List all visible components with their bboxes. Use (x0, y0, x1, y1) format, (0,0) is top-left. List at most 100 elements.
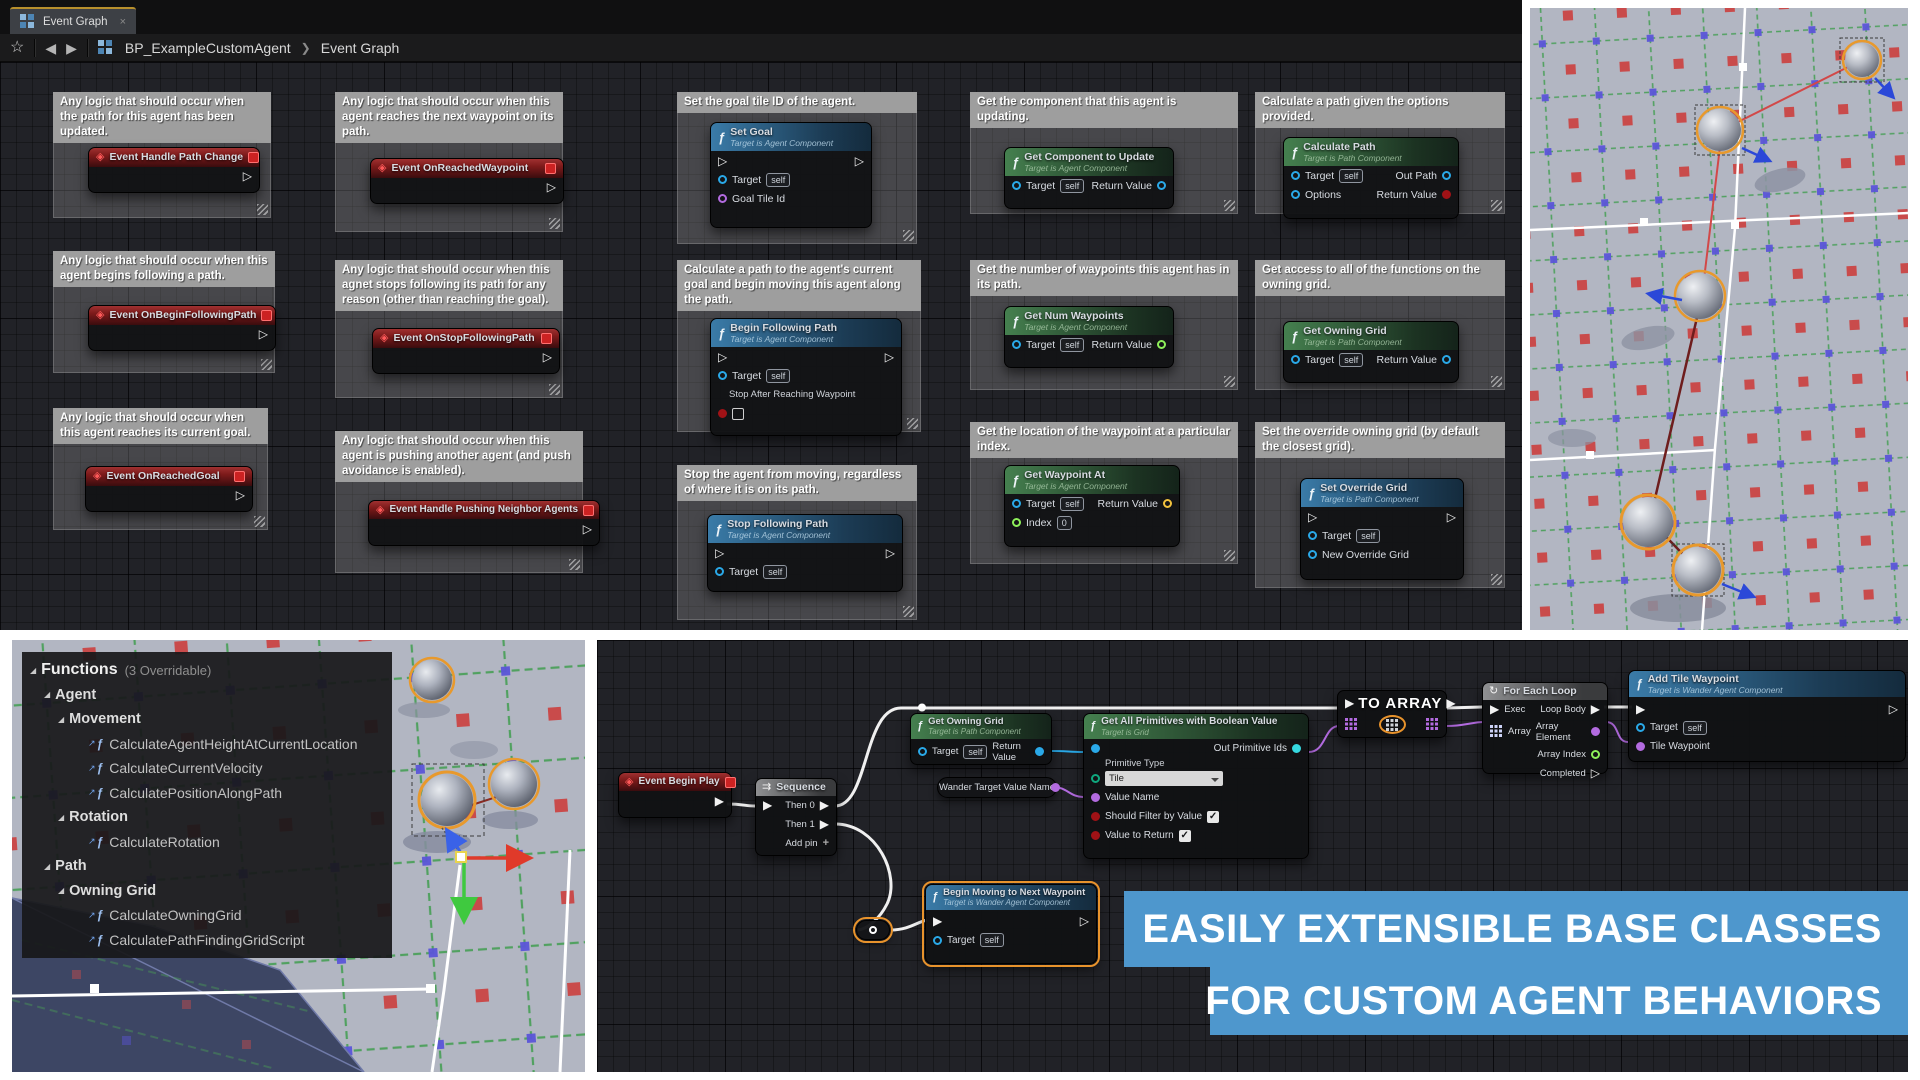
node-event-handle-path-change[interactable]: ◈Event Handle Path Change ▷ (88, 147, 260, 193)
exec-out-pin[interactable]: ▷ (258, 327, 268, 342)
delegate-pin[interactable] (234, 470, 245, 482)
delegate-pin[interactable] (724, 776, 736, 788)
node-sequence[interactable]: ⇉Sequence ▶Then 0▶ Then 1▶ Add pin+ (755, 778, 837, 856)
options-pin[interactable] (1291, 190, 1300, 200)
waypoint-square[interactable] (1739, 63, 1747, 71)
exec-out-pin[interactable]: ▷ (582, 521, 592, 536)
target-pin[interactable] (1308, 531, 1317, 541)
self-chip[interactable]: self (979, 933, 1004, 948)
tile-waypoint-pin[interactable] (1636, 742, 1645, 752)
exec-in-pin[interactable]: ▷ (1308, 509, 1318, 524)
new-override-grid-pin[interactable] (1308, 550, 1317, 560)
forward-arrow-icon[interactable]: ▶ (66, 39, 77, 56)
target-pin[interactable] (1291, 171, 1300, 181)
target-pin[interactable] (933, 935, 942, 945)
agent-sphere[interactable] (1619, 493, 1677, 551)
node-event-handle-pushing-neighbor-agents[interactable]: ◈Event Handle Pushing Neighbor Agents ▷ (368, 500, 600, 546)
agent-closeup-viewport[interactable]: ◢Functions(3 Overridable) ◢Agent ◢Moveme… (12, 640, 585, 1072)
bool-pin[interactable] (718, 409, 727, 419)
exec-in-pin[interactable]: ▷ (715, 545, 725, 560)
self-chip[interactable]: self (1060, 496, 1085, 511)
exec-out-pin[interactable]: ▶ (714, 793, 724, 808)
return-value-pin[interactable] (1157, 181, 1166, 191)
agent-sphere[interactable] (408, 656, 456, 704)
return-value-pin[interactable] (1035, 747, 1044, 757)
node-to-array[interactable]: ▶TO ARRAY▶ (1337, 690, 1456, 738)
self-chip[interactable]: self (1060, 178, 1085, 193)
waypoint-square[interactable] (1640, 218, 1648, 226)
exec-out-pin[interactable]: ▷ (546, 180, 556, 195)
target-pin[interactable] (1012, 499, 1021, 509)
array-out-pin[interactable] (1426, 717, 1439, 731)
self-chip[interactable]: self (1682, 720, 1707, 735)
should-filter-pin[interactable] (1091, 812, 1100, 822)
value-to-return-pin[interactable] (1091, 831, 1100, 841)
waypoint-square[interactable] (1731, 221, 1739, 229)
self-chip[interactable]: self (766, 172, 791, 187)
exec-in-pin[interactable]: ▶ (1345, 696, 1355, 710)
tab-close-icon[interactable]: × (119, 15, 127, 28)
checkbox-checked[interactable]: ✓ (1207, 810, 1220, 823)
primitive-type-dropdown[interactable]: Tile (1105, 771, 1223, 787)
agent-sphere[interactable] (411, 763, 485, 837)
gizmo-origin[interactable] (455, 851, 467, 863)
target-pin[interactable] (718, 175, 727, 185)
delegate-pin[interactable] (541, 332, 552, 344)
collapse-caret-icon[interactable]: ◢ (30, 665, 37, 675)
reroute-node-selected[interactable] (853, 917, 893, 943)
exec-in-pin[interactable]: ▷ (718, 153, 728, 168)
target-pin[interactable] (715, 567, 724, 577)
collapse-caret-icon[interactable]: ◢ (44, 861, 51, 871)
agent-sphere[interactable] (1673, 269, 1727, 323)
functions-header[interactable]: ◢Functions(3 Overridable) (30, 658, 384, 683)
self-chip[interactable]: self (1339, 168, 1364, 183)
agent-sphere[interactable] (1671, 543, 1725, 597)
event-graph-canvas[interactable]: Any logic that should occur when the pat… (0, 62, 1522, 630)
index-pin[interactable] (1012, 518, 1021, 528)
favorite-star-icon[interactable]: ☆ (10, 38, 25, 56)
self-chip[interactable]: self (763, 564, 788, 579)
breadcrumb-page[interactable]: Event Graph (320, 39, 400, 56)
category-rotation[interactable]: ◢Rotation (58, 809, 128, 826)
exec-in-pin[interactable]: ▶ (763, 798, 773, 813)
collapse-caret-icon[interactable]: ◢ (58, 714, 65, 724)
agent-sphere[interactable] (487, 757, 541, 811)
collapse-caret-icon[interactable]: ◢ (44, 690, 51, 700)
agent-sphere[interactable] (1694, 104, 1746, 156)
array-in-pin[interactable] (1345, 717, 1358, 731)
exec-out-pin[interactable]: ▷ (242, 169, 252, 184)
delegate-pin[interactable] (583, 504, 595, 516)
target-pin[interactable] (718, 371, 727, 381)
then1-pin[interactable]: ▶ (819, 817, 829, 832)
then0-pin[interactable]: ▶ (819, 798, 829, 813)
node-event-begin-play[interactable]: ◈Event Begin Play ▶ (618, 772, 736, 818)
delegate-pin[interactable] (545, 162, 556, 174)
return-value-pin[interactable] (1157, 340, 1166, 350)
add-pin-label[interactable]: Add pin (785, 837, 818, 849)
goal-tile-id-pin[interactable] (718, 194, 727, 204)
out-primitive-ids-pin[interactable] (1292, 744, 1301, 754)
reroute-pin[interactable] (869, 926, 877, 934)
self-chip[interactable]: self (963, 744, 988, 759)
delegate-pin[interactable] (248, 151, 260, 163)
completed-pin[interactable]: ▷ (1590, 766, 1600, 781)
literal-wander-target-value-name[interactable]: Wander Target Value Name (937, 777, 1060, 798)
target-pin[interactable] (1636, 723, 1645, 733)
array-pin[interactable] (1490, 725, 1503, 738)
exec-out-pin[interactable]: ▷ (1888, 701, 1898, 716)
wander-graph-canvas[interactable]: ◈Event Begin Play ▶ ⇉Sequence ▶Then 0▶ T… (597, 640, 1908, 1072)
exec-out-pin[interactable]: ▷ (542, 350, 552, 365)
